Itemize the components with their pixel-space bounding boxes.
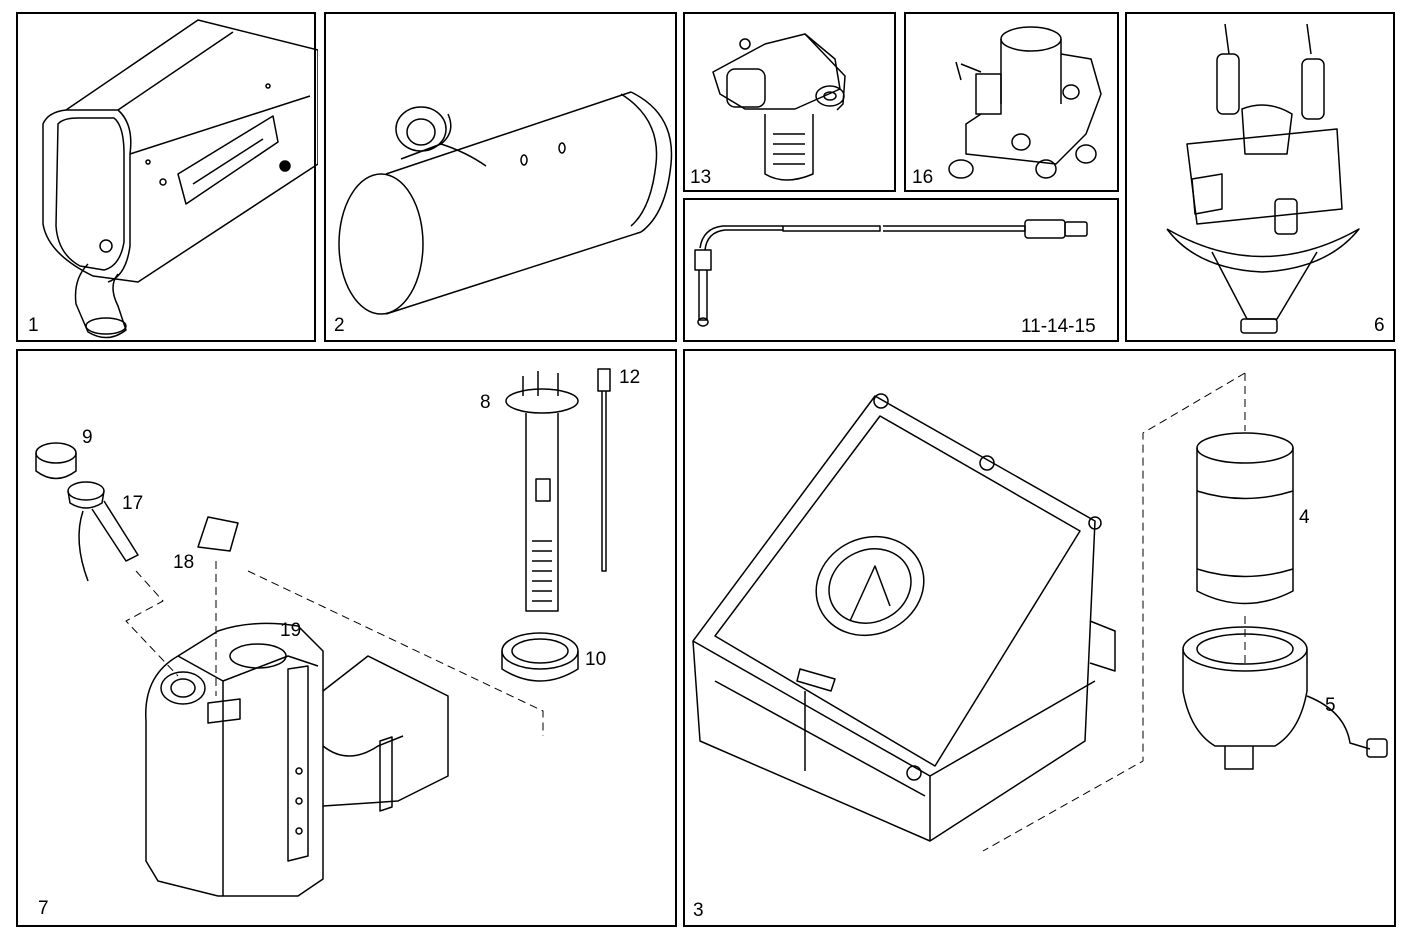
callout-18: 18 [173, 552, 195, 573]
callout-10: 10 [585, 649, 607, 670]
panel-part-11-14-15: 11-14-15 [683, 198, 1119, 342]
panel-part-3: 4 5 3 [683, 349, 1396, 927]
callout-9: 9 [82, 427, 93, 448]
callout-8: 8 [480, 392, 491, 413]
part-number-label: 2 [334, 315, 345, 336]
panel-part-6: 6 [1125, 12, 1395, 342]
part-number-label: 3 [693, 900, 704, 921]
tank-assembly-drawing [35, 368, 611, 897]
callout-5: 5 [1325, 695, 1336, 716]
temperature-sensor-cable-drawing [694, 219, 1088, 327]
callout-19: 19 [280, 620, 302, 641]
part-number-label: 13 [690, 167, 712, 188]
panel-part-2: 2 [324, 12, 677, 342]
panel-part-1: 1 [16, 12, 318, 342]
panel-part-13: 13 [683, 12, 896, 192]
callout-12: 12 [619, 367, 641, 388]
cylinder-muffler-drawing [338, 91, 673, 315]
control-unit-drawing [692, 372, 1388, 852]
part-number-label: 6 [1374, 315, 1385, 336]
part-number-label: 1 [28, 315, 39, 336]
muffler-box-drawing [42, 19, 318, 339]
callout-4: 4 [1299, 507, 1310, 528]
valve-drawing [948, 26, 1102, 179]
callout-17: 17 [122, 493, 144, 514]
sensor-drawing [712, 33, 846, 181]
part-number-label: 16 [912, 167, 934, 188]
pump-module-drawing [1166, 23, 1360, 334]
part-number-label: 11-14-15 [1021, 316, 1096, 337]
part-number-label: 7 [38, 898, 49, 919]
panel-part-7: 8 12 9 17 18 19 10 7 [16, 349, 677, 927]
panel-part-16: 16 [904, 12, 1119, 192]
